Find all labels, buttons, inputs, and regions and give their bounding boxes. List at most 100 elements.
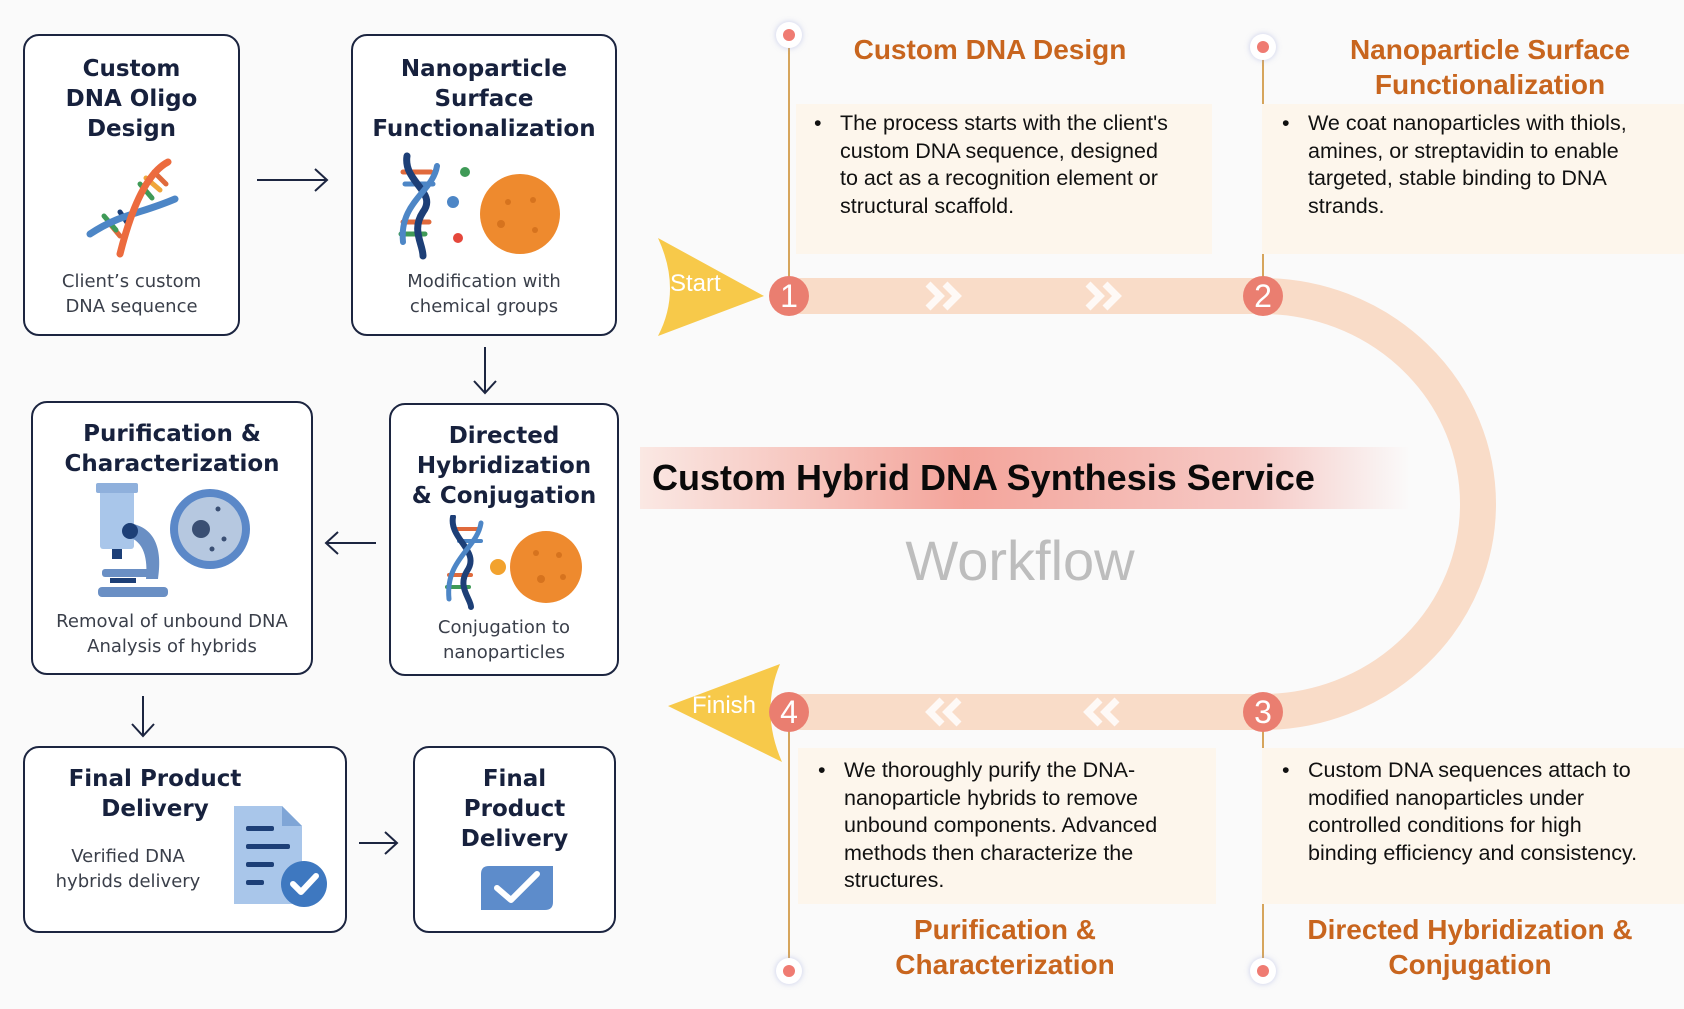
bullet: •: [818, 758, 826, 782]
box-title: Final Product Delivery: [65, 764, 245, 824]
step-text-line: targeted, stable binding to DNA: [1308, 166, 1607, 190]
timeline-dot: [776, 22, 802, 48]
bullet: •: [1282, 111, 1290, 135]
heading-banner: [640, 447, 1410, 509]
finish-label: Finish: [692, 692, 757, 719]
checkmark-box-icon: [481, 866, 553, 910]
step-panel-1: [796, 104, 1212, 254]
step-number-1: 1: [769, 276, 809, 316]
step-title-line: Functionalization: [1374, 69, 1606, 100]
box-title-line: Hybridization: [416, 453, 592, 479]
flow-box-purification-characterization: Purification & Characterization Removal …: [31, 401, 313, 675]
step-title-line: Purification &: [913, 914, 1096, 945]
timeline-dot: [776, 958, 802, 984]
step-title-1: Custom DNA Design: [820, 32, 1160, 67]
finish-flag: [668, 664, 782, 762]
arrow-down-icon: [131, 696, 155, 738]
step-text-line: structural scaffold.: [840, 193, 1015, 218]
dna-conjugated-nanoparticle-icon: [445, 515, 582, 610]
step-title-line: Custom DNA Design: [853, 34, 1127, 65]
step-title-line: Characterization: [895, 949, 1115, 980]
box-title-line: Delivery: [460, 826, 569, 852]
flow-box-nanoparticle-surface-functionalization: Nanoparticle Surface Functionalization M…: [351, 34, 617, 336]
step-description-1: • The process starts with the client's c…: [814, 110, 1210, 220]
step-title-line: Conjugation: [1388, 949, 1552, 980]
timeline-dot: [1250, 34, 1276, 60]
start-label: Start: [670, 270, 721, 297]
box-subtitle-line: hybrids delivery: [55, 871, 201, 892]
step-title-2: Nanoparticle Surface Functionalization: [1300, 32, 1680, 102]
step-panel-3: [1262, 748, 1684, 904]
timeline-dot: [1250, 958, 1276, 984]
arrow-right-icon: [257, 168, 329, 192]
step-text-line: controlled conditions for high: [1308, 813, 1582, 837]
box-title-line: Final Product: [68, 766, 242, 792]
box-subtitle: Conjugation to nanoparticles: [391, 615, 617, 665]
box-subtitle-line: chemical groups: [409, 296, 559, 317]
chevron-right-icon: [925, 281, 962, 311]
connector-line: [788, 44, 790, 280]
dna-helix-icon: [86, 158, 179, 258]
box-title-line: DNA Oligo: [65, 86, 198, 112]
box-title-line: Delivery: [101, 796, 209, 822]
page-subtitle: Workflow: [905, 529, 1135, 592]
chevron-right-icon: [1085, 281, 1122, 311]
box-title-line: Custom: [82, 56, 181, 82]
box-subtitle: Client’s custom DNA sequence: [25, 269, 238, 319]
box-title: Custom DNA Oligo Design: [25, 54, 238, 144]
box-subtitle-line: nanoparticles: [442, 642, 566, 663]
step-description-3: • Custom DNA sequences attach to modifie…: [1282, 757, 1684, 867]
box-title-line: Functionalization: [372, 116, 596, 142]
step-text-line: methods then characterize the: [844, 840, 1134, 865]
step-number-2: 2: [1243, 276, 1283, 316]
step-number-4: 4: [769, 692, 809, 732]
step-description-4: • We thoroughly purify the DNA- nanopart…: [818, 757, 1216, 895]
step-title-4: Purification & Characterization: [840, 912, 1170, 982]
start-flag: [658, 238, 764, 336]
box-title: Nanoparticle Surface Functionalization: [353, 54, 615, 144]
box-title-line: Purification &: [83, 421, 261, 447]
bullet: •: [1282, 758, 1290, 782]
step-text-line: We coat nanoparticles with thiols,: [1308, 111, 1627, 135]
box-title-line: Nanoparticle: [400, 56, 568, 82]
chevron-left-icon: [1083, 697, 1120, 727]
box-subtitle-line: Modification with: [407, 271, 561, 292]
box-title-line: Final: [482, 766, 547, 792]
flow-box-final-product-delivery-complete: Final Product Delivery: [413, 746, 616, 933]
step-title-line: Nanoparticle Surface: [1349, 34, 1631, 65]
box-subtitle-line: Analysis of hybrids: [87, 636, 257, 657]
box-subtitle-line: Verified DNA: [71, 846, 185, 867]
box-subtitle: Verified DNA hybrids delivery: [43, 844, 213, 894]
box-subtitle-line: Removal of unbound DNA: [56, 611, 288, 632]
verified-document-icon: [234, 806, 327, 907]
chevron-left-icon: [925, 697, 962, 727]
step-title-line: Directed Hybridization &: [1307, 914, 1633, 945]
step-text-line: Custom DNA sequences attach to: [1308, 758, 1631, 782]
flow-box-final-product-delivery: Final Product Delivery Verified DNA hybr…: [23, 746, 347, 933]
box-title-line: Directed: [448, 423, 560, 449]
box-title-line: Characterization: [64, 451, 280, 477]
step-number-3: 3: [1243, 692, 1283, 732]
box-title-line: Design: [86, 116, 177, 142]
step-text-line: binding efficiency and consistency.: [1308, 840, 1638, 865]
box-title: Purification & Characterization: [33, 419, 311, 479]
arrow-left-icon: [324, 531, 376, 555]
connector-line: [788, 730, 790, 962]
step-text-line: custom DNA sequence, designed: [840, 138, 1158, 163]
box-title: Final Product Delivery: [415, 764, 614, 854]
step-text-line: unbound components. Advanced: [844, 813, 1158, 837]
box-title-line: Surface: [434, 86, 534, 112]
box-subtitle: Modification with chemical groups: [353, 269, 615, 319]
step-text-line: modified nanoparticles under: [1308, 785, 1585, 810]
step-text-line: amines, or streptavidin to enable: [1308, 138, 1619, 163]
dna-nanoparticle-icon: [398, 152, 560, 260]
step-text-line: We thoroughly purify the DNA-: [844, 758, 1136, 782]
step-panel-2: [1262, 104, 1684, 254]
box-title-line: & Conjugation: [411, 483, 597, 509]
box-subtitle-line: DNA sequence: [65, 296, 198, 317]
box-subtitle: Removal of unbound DNA Analysis of hybri…: [33, 609, 311, 659]
step-panel-4: [798, 748, 1216, 904]
box-subtitle-line: Conjugation to: [437, 617, 571, 638]
step-text-line: nanoparticle hybrids to remove: [844, 785, 1138, 810]
